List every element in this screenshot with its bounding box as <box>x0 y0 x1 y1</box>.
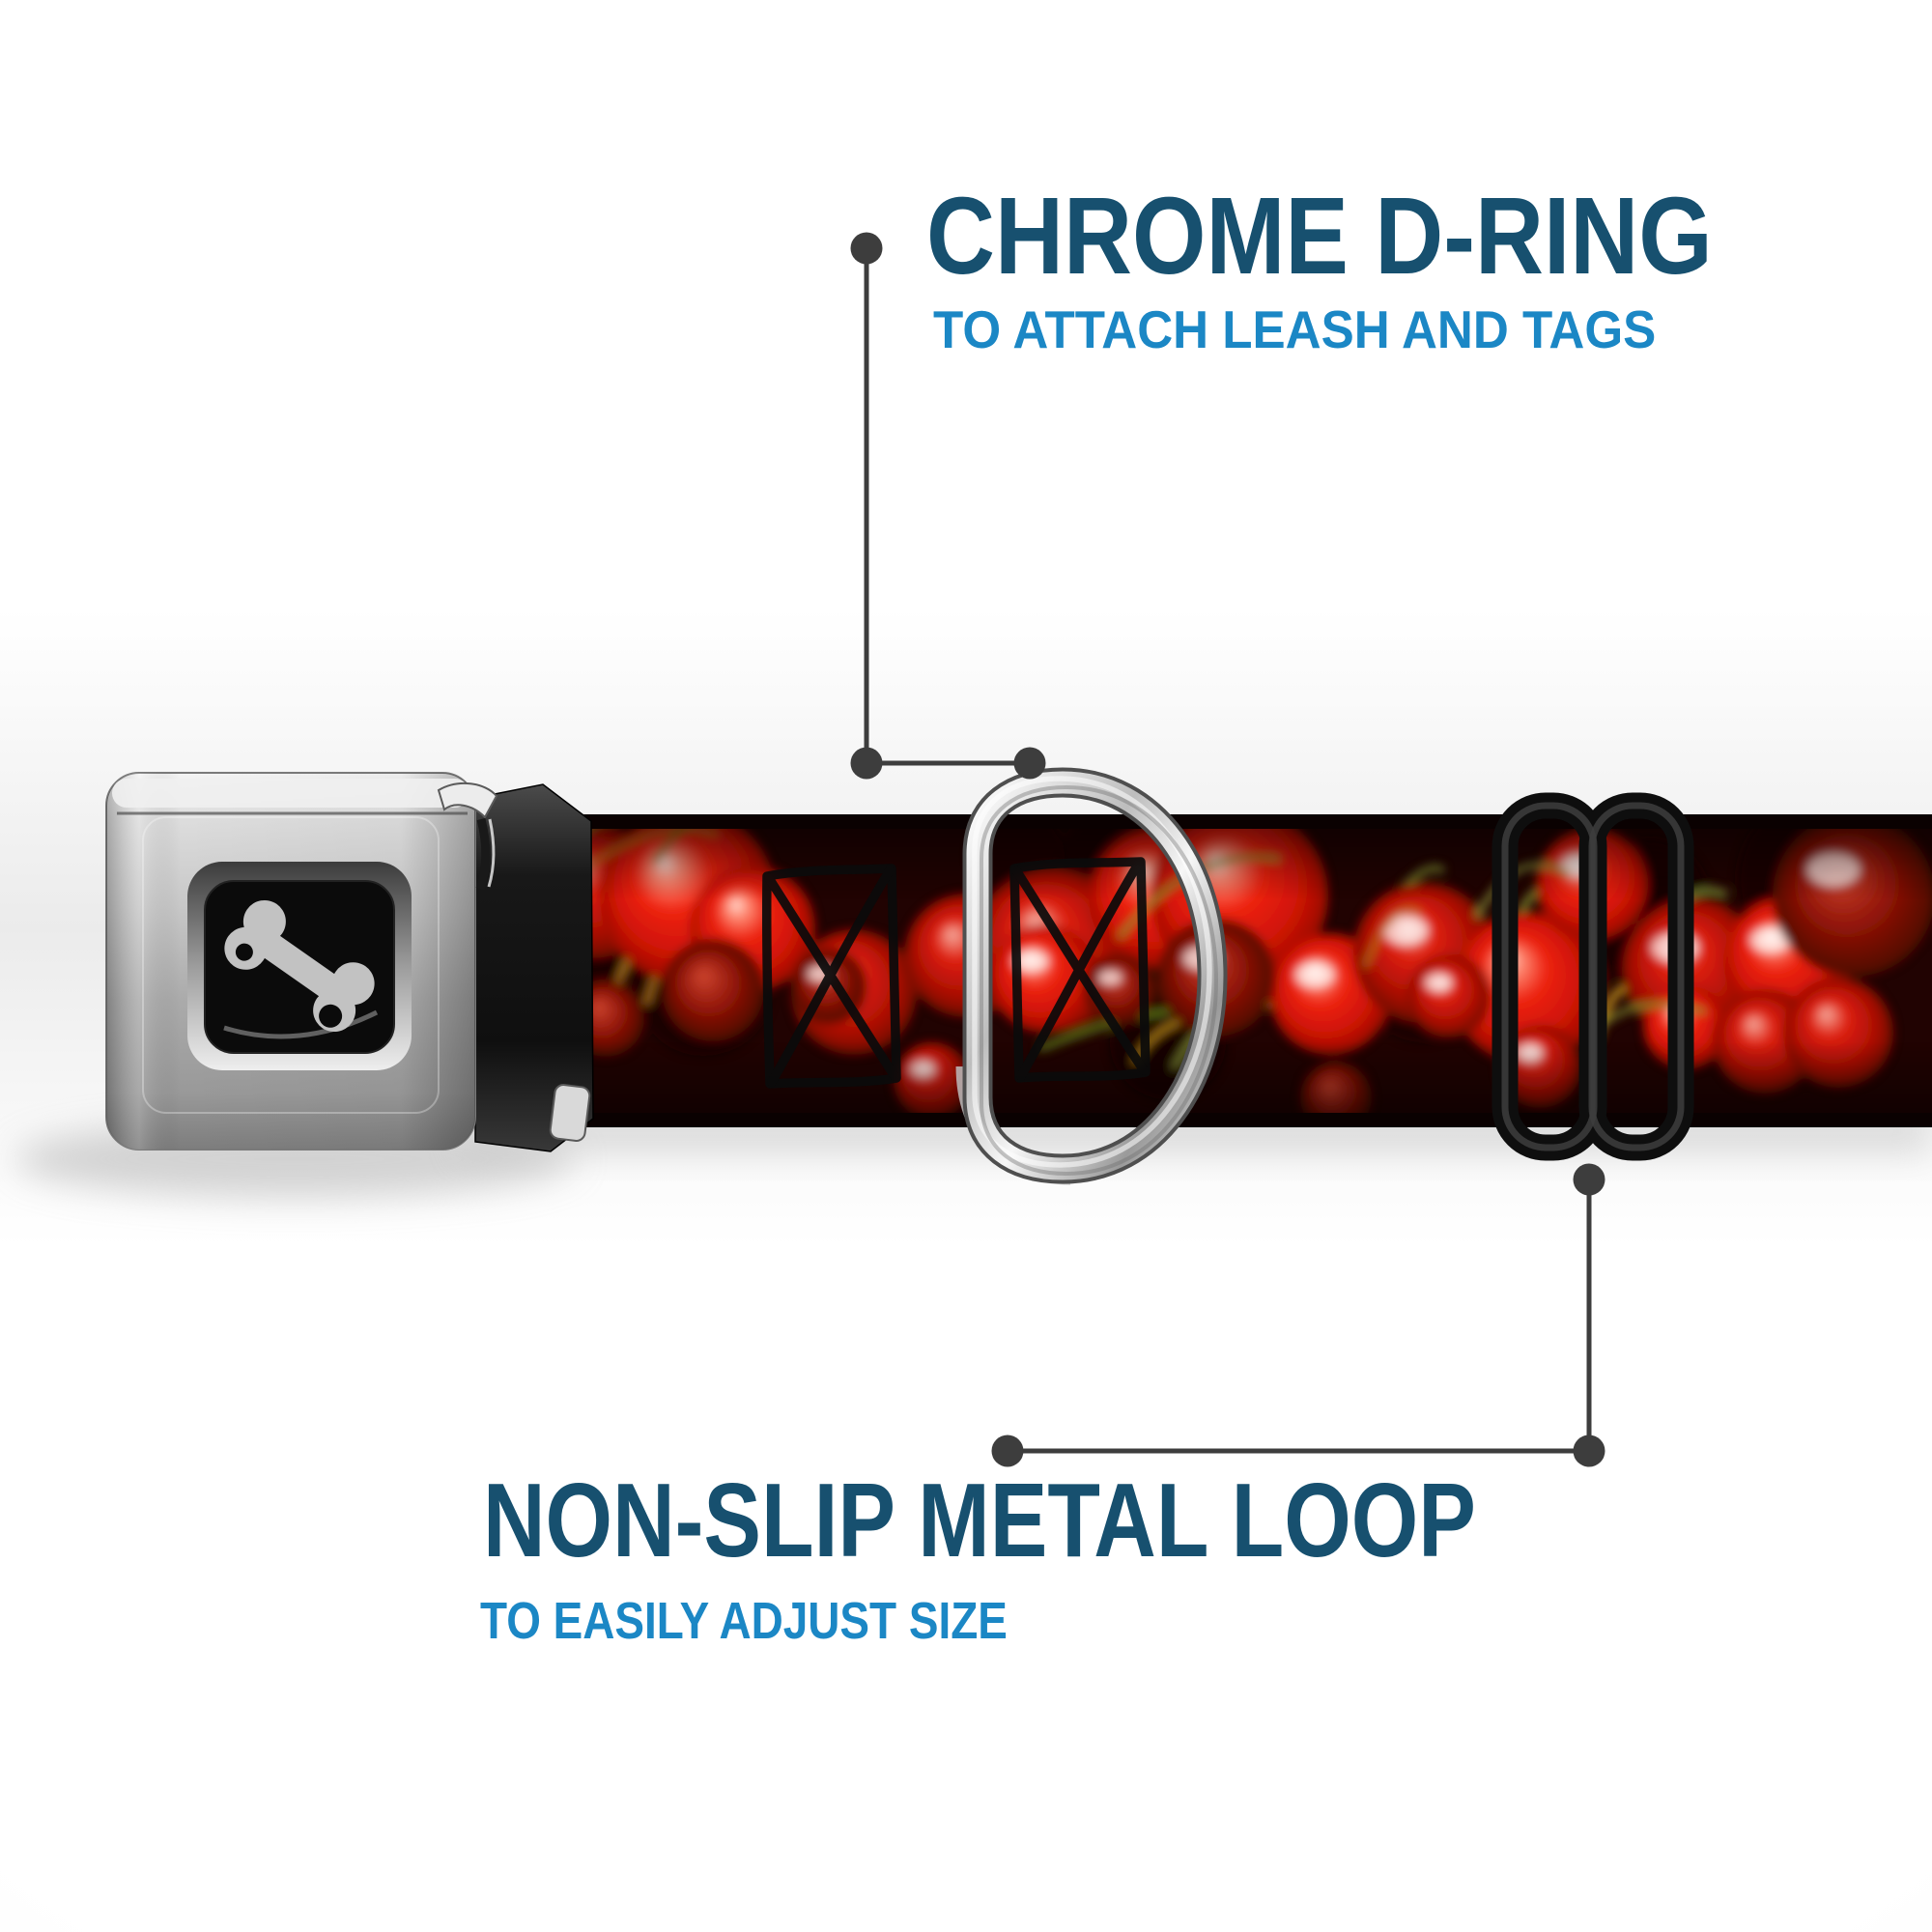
bone-logo-icon <box>224 899 375 1033</box>
callout-dot <box>850 747 883 780</box>
loop-title: NON-SLIP METAL LOOP <box>483 1462 1476 1579</box>
strap-top-edge <box>483 814 1932 829</box>
callout-lines <box>864 248 1592 1454</box>
callout-dot <box>1013 747 1046 780</box>
buckle-top-face <box>112 779 469 808</box>
callout-dots <box>850 232 1605 1467</box>
callout-dot <box>991 1435 1024 1467</box>
strap-bottom-edge <box>483 1113 1932 1127</box>
seatbelt-buckle <box>105 772 594 1152</box>
buckle-hook <box>437 781 498 819</box>
dring-title: CHROME D-RING <box>926 175 1713 297</box>
chrome-d-ring <box>955 767 1228 1185</box>
metal-loop-slider <box>1492 792 1694 1161</box>
callout-dot <box>1573 1163 1605 1196</box>
stitch-boxes <box>761 857 1151 1089</box>
dring-subtitle: TO ATTACH LEASH AND TAGS <box>933 299 1657 359</box>
callout-dot <box>850 232 883 265</box>
callout-dot <box>1573 1435 1605 1467</box>
buckle-latch-tab <box>549 1084 591 1142</box>
loop-subtitle: TO EASILY ADJUST SIZE <box>480 1592 1008 1650</box>
buckle-latch <box>474 783 594 1152</box>
